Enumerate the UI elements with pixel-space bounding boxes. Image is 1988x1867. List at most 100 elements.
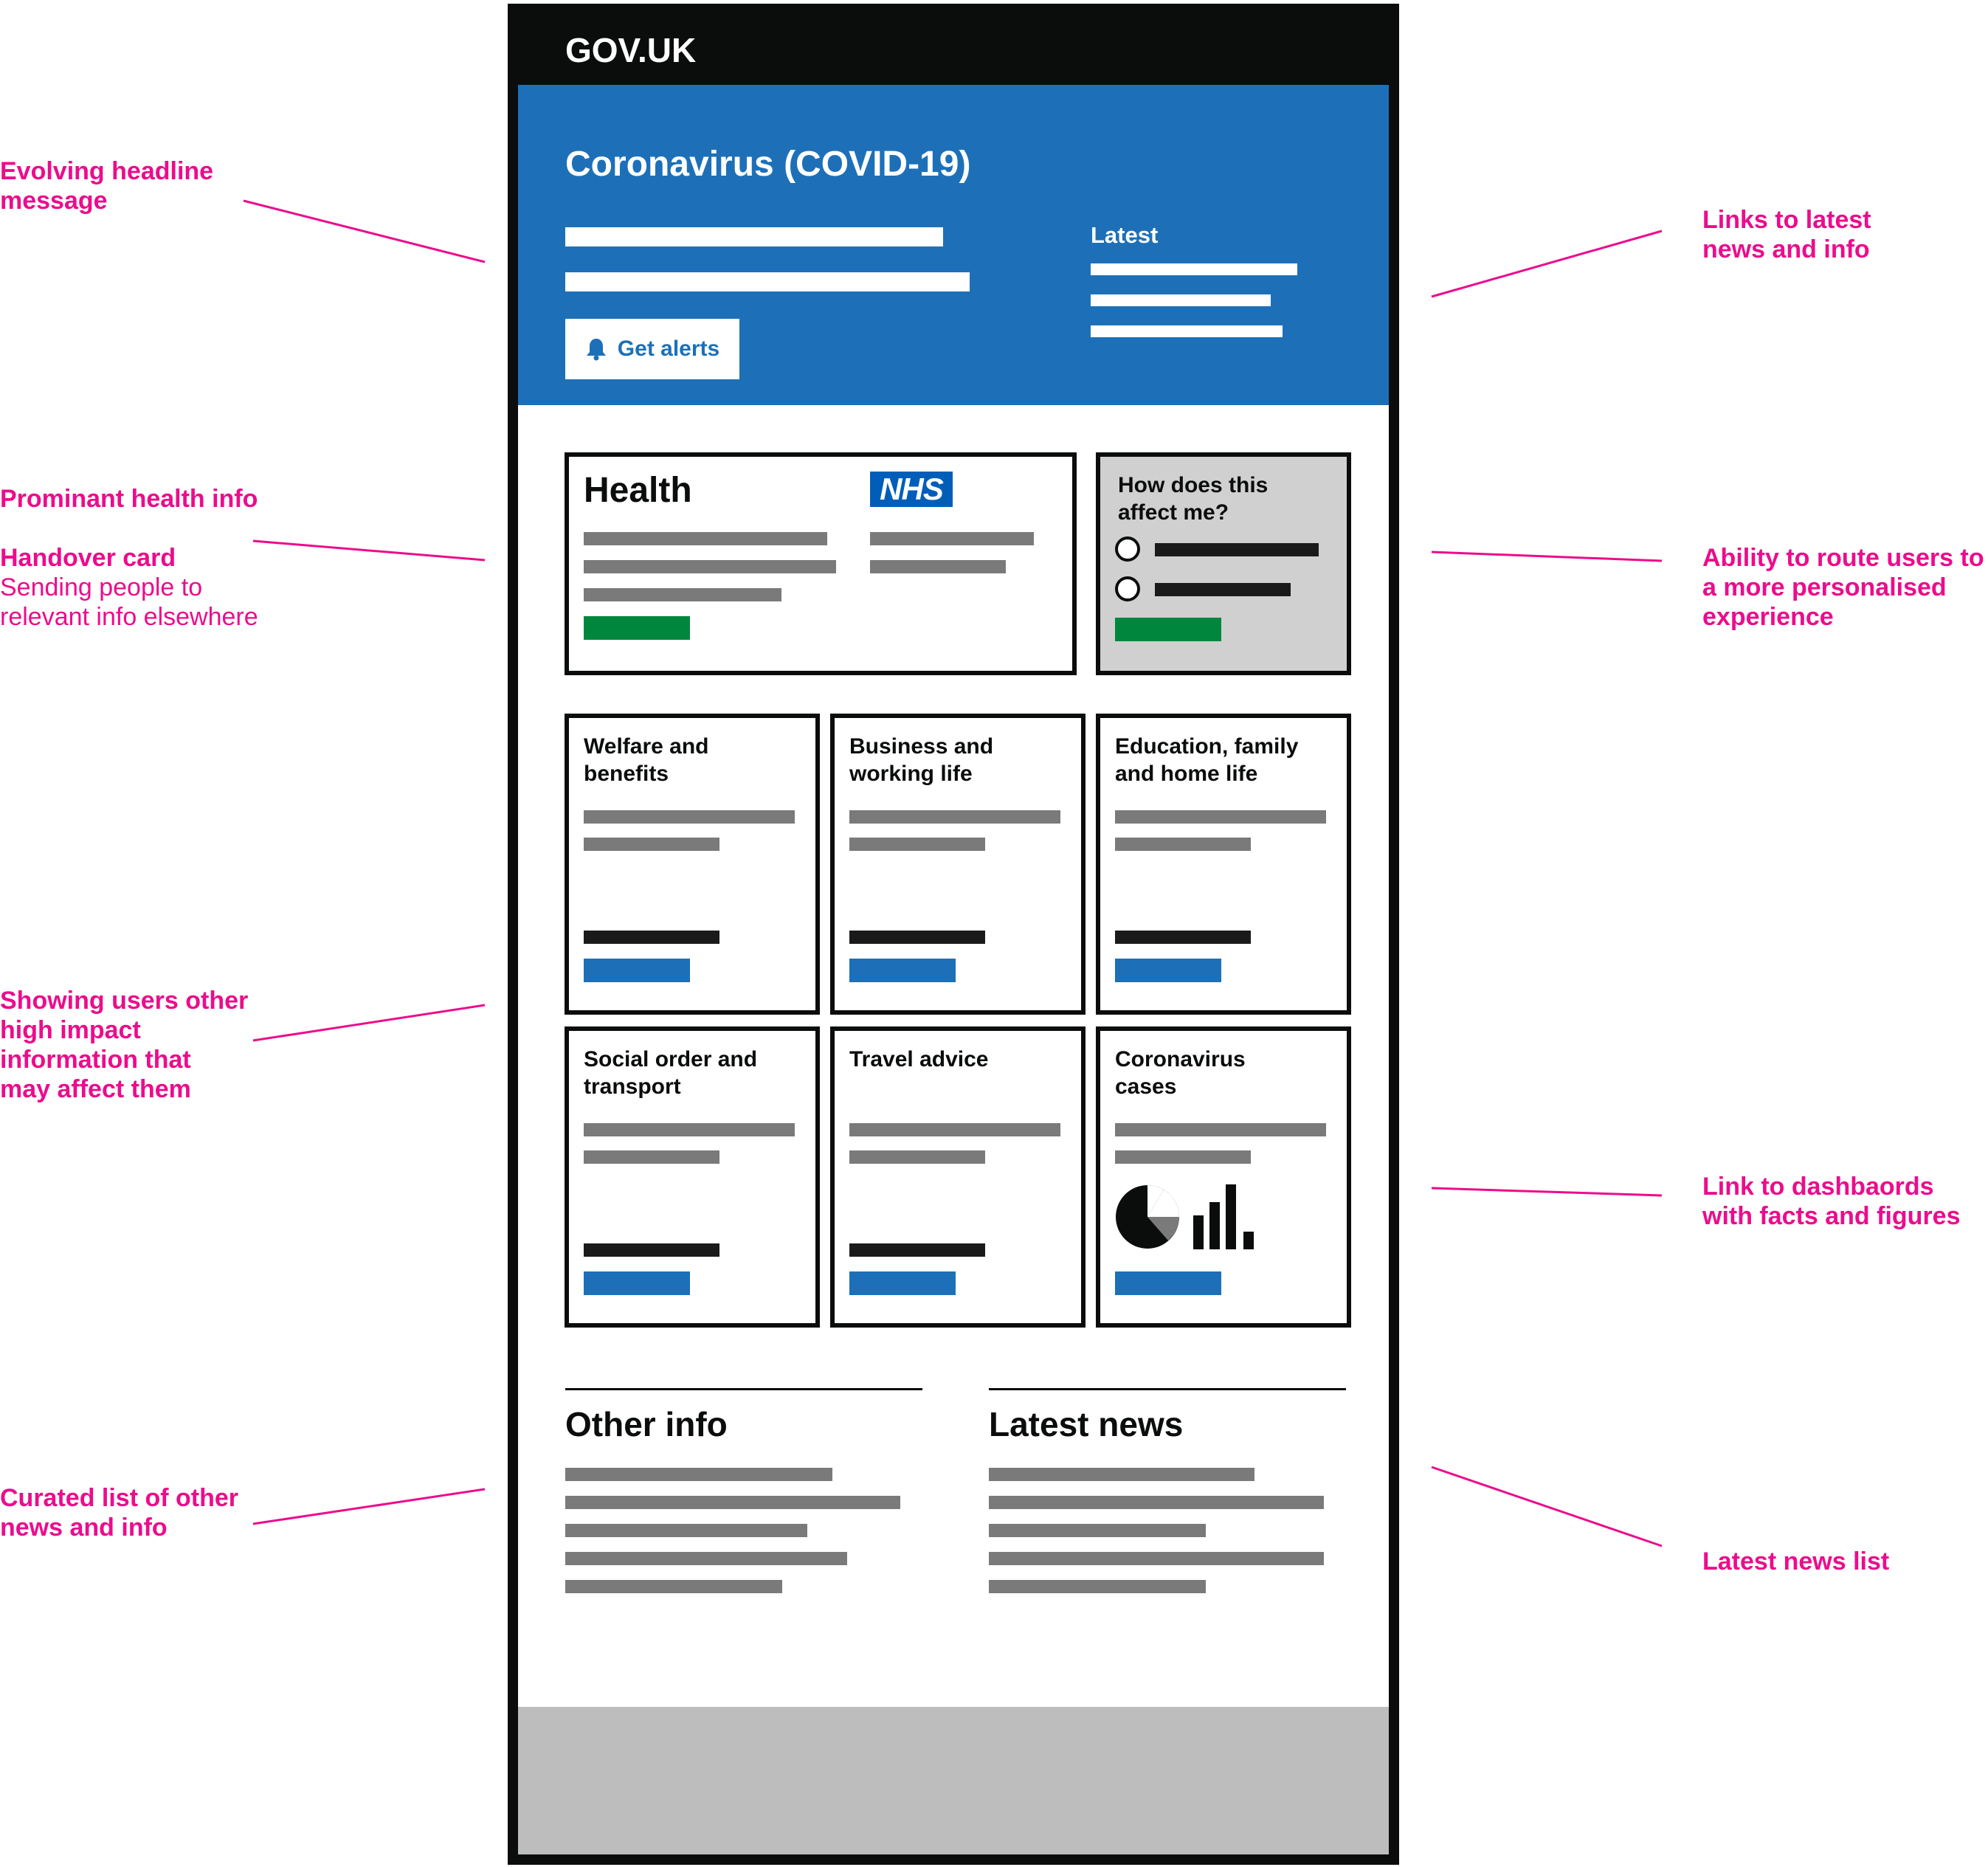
text-placeholder xyxy=(584,1123,795,1136)
annotation-line: Link to dashbaords xyxy=(1702,1173,1934,1201)
latest-news-link[interactable] xyxy=(989,1524,1206,1537)
annotation-headline: Evolving headline message xyxy=(0,156,213,215)
headline-placeholder xyxy=(565,227,943,246)
topic-card-title-line: and home life xyxy=(1115,762,1258,786)
topic-card-welfare[interactable]: Welfare and benefits xyxy=(565,714,820,1015)
annotation-line: Latest news list xyxy=(1702,1547,1890,1576)
text-placeholder xyxy=(1115,810,1326,824)
topic-card-title-line: Education, family xyxy=(1115,734,1299,759)
health-card[interactable]: Health NHS xyxy=(565,452,1077,675)
annotation-dashboards: Link to dashbaords with facts and figure… xyxy=(1702,1172,1961,1231)
topic-card-title: Social order and transport xyxy=(584,1046,757,1100)
text-placeholder xyxy=(849,1123,1060,1136)
text-placeholder xyxy=(584,532,827,545)
headline-placeholder xyxy=(565,272,970,291)
latest-link-placeholder[interactable] xyxy=(1091,325,1283,337)
radio-option[interactable] xyxy=(1115,576,1140,601)
annotation-line: Links to latest xyxy=(1702,206,1871,234)
text-placeholder xyxy=(849,838,985,851)
text-placeholder xyxy=(584,810,795,824)
get-alerts-button[interactable]: Get alerts xyxy=(565,319,739,379)
link-placeholder[interactable] xyxy=(849,1243,985,1257)
text-placeholder xyxy=(584,588,781,601)
topic-card-title-line: working life xyxy=(849,762,973,786)
topic-card-button[interactable] xyxy=(584,1271,690,1295)
latest-news-link[interactable] xyxy=(989,1496,1324,1509)
link-placeholder[interactable] xyxy=(584,1243,719,1257)
leader-curated xyxy=(252,1488,486,1525)
health-card-title: Health xyxy=(584,471,692,510)
annotation-latest-links: Links to latest news and info xyxy=(1702,205,1871,264)
radio-label-placeholder xyxy=(1155,543,1319,556)
other-info-link[interactable] xyxy=(565,1524,807,1537)
latest-link-placeholder[interactable] xyxy=(1091,294,1271,306)
annotation-line: Sending people to xyxy=(0,573,203,601)
annotation-curated: Curated list of other news and info xyxy=(0,1483,238,1542)
topic-card-title: Welfare and benefits xyxy=(584,733,709,787)
annotation-line: with facts and figures xyxy=(1702,1202,1961,1230)
topic-card-button[interactable] xyxy=(584,959,690,982)
leader-latest-news xyxy=(1431,1466,1663,1547)
section-divider xyxy=(565,1388,922,1390)
affect-me-card[interactable]: How does this affect me? xyxy=(1096,452,1351,675)
topic-card-title-line: transport xyxy=(584,1074,681,1099)
topic-card-social-order[interactable]: Social order and transport xyxy=(565,1026,820,1328)
affect-me-submit-button[interactable] xyxy=(1115,618,1221,641)
topic-card-button[interactable] xyxy=(849,1271,956,1295)
annotation-personalised: Ability to route users to a more persona… xyxy=(1702,543,1984,632)
page-wireframe: GOV.UK Coronavirus (COVID-19) Get alerts… xyxy=(508,4,1399,1865)
text-placeholder xyxy=(1115,1123,1326,1136)
annotation-line: experience xyxy=(1702,603,1834,631)
other-info-link[interactable] xyxy=(565,1496,900,1509)
annotation-handover: Handover card Sending people to relevant… xyxy=(0,543,258,632)
annotation-line: message xyxy=(0,187,108,215)
radio-option[interactable] xyxy=(1115,536,1140,562)
latest-label: Latest xyxy=(1091,222,1159,248)
text-placeholder xyxy=(849,810,1060,824)
latest-news-link[interactable] xyxy=(989,1552,1324,1565)
annotation-line: Ability to route users to xyxy=(1702,544,1984,572)
bar-chart-icon xyxy=(1193,1184,1254,1249)
topic-card-coronavirus-cases[interactable]: Coronavirus cases xyxy=(1096,1026,1351,1328)
latest-news-link[interactable] xyxy=(989,1468,1254,1481)
dashboard-link-button[interactable] xyxy=(1115,1271,1221,1295)
other-info-link[interactable] xyxy=(565,1468,832,1481)
nhs-logo: NHS xyxy=(870,472,953,507)
text-placeholder xyxy=(870,560,1006,573)
topic-card-title-line: Business and xyxy=(849,734,994,759)
link-placeholder[interactable] xyxy=(1115,931,1251,944)
affect-me-title-line: affect me? xyxy=(1118,500,1229,525)
topic-card-title-line: cases xyxy=(1115,1074,1177,1099)
annotation-latest-news-list: Latest news list xyxy=(1702,1547,1889,1576)
topic-card-travel[interactable]: Travel advice xyxy=(830,1026,1086,1328)
topic-card-title: Business and working life xyxy=(849,733,993,787)
latest-link-placeholder[interactable] xyxy=(1091,263,1297,275)
annotation-line: Prominant health info xyxy=(0,485,258,513)
leader-other-impact xyxy=(252,1004,486,1042)
affect-me-title-line: How does this xyxy=(1118,473,1269,497)
text-placeholder xyxy=(870,532,1034,545)
topic-card-education[interactable]: Education, family and home life xyxy=(1096,714,1351,1015)
bell-icon xyxy=(586,339,606,361)
radio-label-placeholder xyxy=(1155,583,1291,596)
leader-handover xyxy=(252,539,486,562)
text-placeholder xyxy=(849,1150,985,1164)
annotation-line: Handover card xyxy=(0,544,176,572)
link-placeholder[interactable] xyxy=(584,931,719,944)
topic-card-title-line: Welfare and xyxy=(584,734,709,759)
link-placeholder[interactable] xyxy=(849,931,985,944)
page-footer xyxy=(518,1707,1389,1854)
annotation-other-impact: Showing users other high impact informat… xyxy=(0,986,248,1104)
govuk-logo[interactable]: GOV.UK xyxy=(565,31,697,69)
topic-card-button[interactable] xyxy=(1115,959,1221,982)
section-divider xyxy=(989,1388,1346,1390)
other-info-link[interactable] xyxy=(565,1552,847,1565)
topic-card-business[interactable]: Business and working life xyxy=(830,714,1086,1015)
latest-news-link[interactable] xyxy=(989,1580,1206,1593)
other-info-link[interactable] xyxy=(565,1580,782,1593)
govuk-header: GOV.UK xyxy=(518,14,1389,85)
topic-card-title: Coronavirus cases xyxy=(1115,1046,1246,1100)
annotation-line: Evolving headline xyxy=(0,157,214,185)
health-link-button[interactable] xyxy=(584,616,690,640)
topic-card-button[interactable] xyxy=(849,959,956,982)
